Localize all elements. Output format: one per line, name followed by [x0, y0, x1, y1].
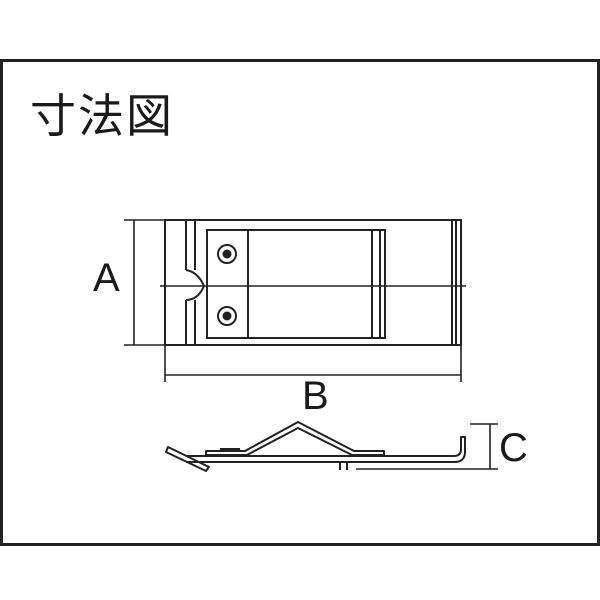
- plate-outline: [164, 219, 462, 346]
- dimension-c-label: C: [499, 426, 528, 470]
- inner-plate: [206, 229, 386, 339]
- drawing-title: 寸法図: [30, 89, 174, 143]
- dimension-b-label: B: [302, 374, 329, 418]
- spring-arc: [205, 421, 385, 456]
- dimension-a-label: A: [93, 256, 120, 300]
- dimension-a-lines: [124, 219, 165, 346]
- notch: [185, 269, 206, 301]
- drawing-border: [0, 59, 600, 546]
- top-view: [160, 219, 466, 346]
- rivet-top: [217, 244, 237, 264]
- dimension-c-lines: [356, 423, 498, 470]
- left-tip: [165, 446, 210, 472]
- side-view: [165, 421, 466, 472]
- rivet-bottom: [217, 306, 237, 326]
- dimension-b-lines: [164, 345, 462, 382]
- base-plate: [186, 436, 466, 463]
